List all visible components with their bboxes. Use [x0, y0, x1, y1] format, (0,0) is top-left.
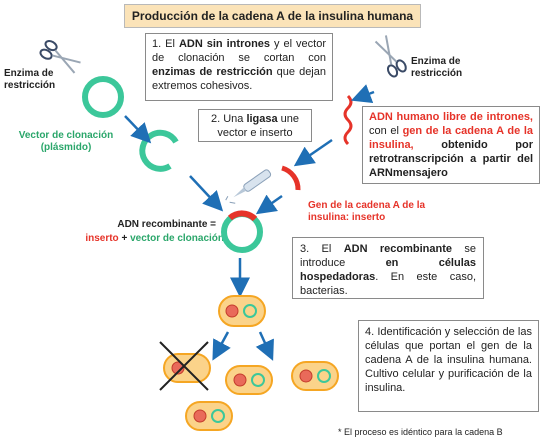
human-dna-box: ADN humano libre de intrones, con el gen… [362, 106, 540, 184]
arrow-to-cell-right [255, 331, 274, 361]
enzyme-label-left: Enzima de restricción [4, 68, 56, 91]
step-1-box: 1. El ADN sin intrones y el vector de cl… [145, 33, 333, 101]
vector-label: Vector de clonación (plásmido) [18, 130, 114, 153]
arrow-to-recombinant-right [255, 194, 283, 215]
arrow-to-cell-left [212, 331, 231, 361]
step-1-number: 1. [152, 38, 162, 50]
arrow-vector-cut [124, 115, 152, 144]
rejected-bacterium-left [159, 341, 211, 391]
human-dna-strand [343, 94, 353, 146]
step-3-box: 3. El ADN recombinante se introduce en c… [292, 237, 484, 299]
diagram-title: Producción de la cadena A de la insulina… [124, 4, 421, 28]
step-4-box: 4. Identificación y selección de las cél… [358, 320, 539, 412]
selected-bacterium-1 [225, 365, 273, 395]
footnote: * El proceso es idéntico para la cadena … [338, 427, 503, 437]
scissors-icon-left [39, 39, 81, 74]
recombinant-dna-formula: inserto + vector de clonación [85, 233, 224, 244]
opened-plasmid [139, 129, 179, 172]
host-bacterium [218, 295, 266, 327]
step-2-box: 2. Una ligasa une vector e inserto [198, 109, 312, 142]
enzyme-label-right: Enzima de restricción [411, 56, 463, 79]
plasmid-ring [82, 76, 124, 118]
arrow-to-recombinant-left [189, 175, 224, 212]
recombinant-dna-label: ADN recombinante = [117, 219, 216, 230]
arrow-dna-cut [293, 138, 333, 167]
selected-bacterium-3 [291, 361, 339, 391]
gene-insert [281, 165, 301, 191]
arrow-enzyme-right [350, 84, 375, 103]
recombinant-insert [228, 210, 258, 222]
selected-bacterium-2 [185, 401, 233, 431]
ligase-pipette-icon [225, 169, 272, 204]
scissors-icon-right [374, 35, 407, 78]
gene-insert-label: Gen de la cadena A de la insulina: inser… [308, 200, 426, 223]
